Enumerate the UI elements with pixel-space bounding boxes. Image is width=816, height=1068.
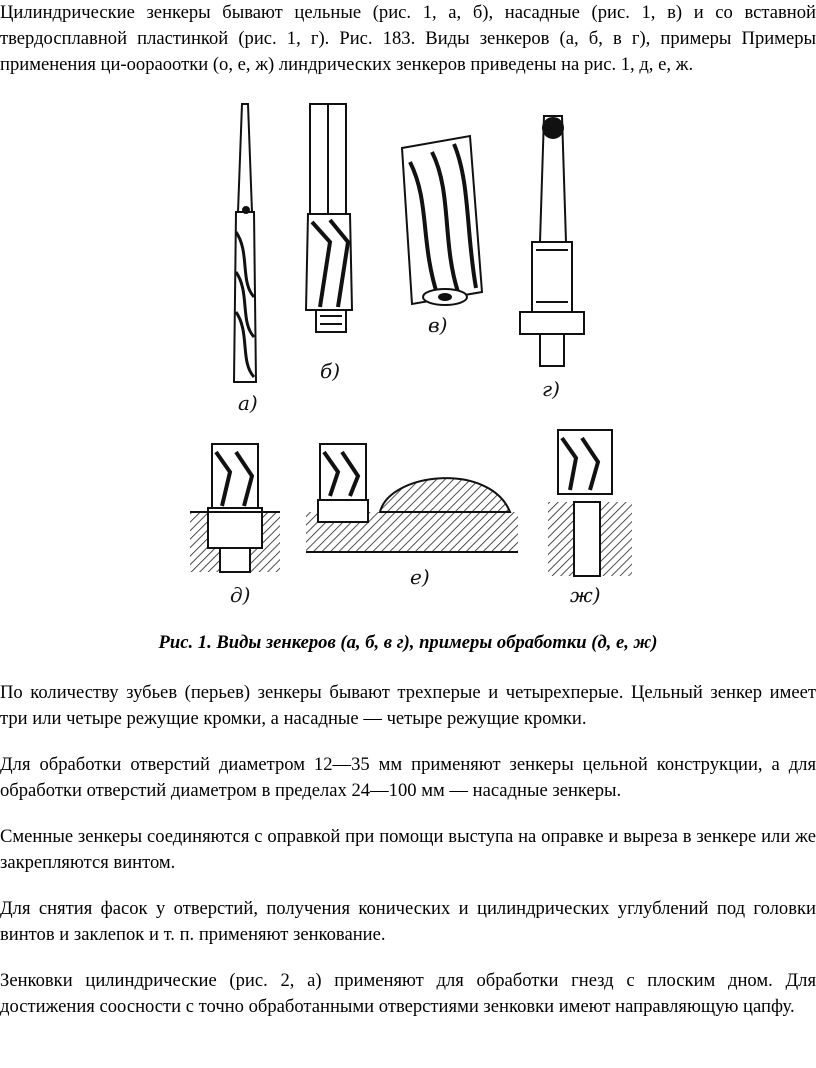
intro-line: Цилиндрические зенкеры бывают цельные (р…: [0, 2, 816, 23]
label-e: е): [410, 565, 430, 589]
paragraph-teeth: По количеству зубьев (перьев) зенкеры бы…: [0, 682, 816, 729]
paragraph-replaceable: Сменные зенкеры соединяются с оправкой п…: [0, 826, 816, 873]
tool-v-drawing: [400, 134, 484, 306]
tool-a-drawing: [232, 103, 258, 383]
label-g: г): [542, 377, 560, 401]
paragraph-diameter: Для обработки отверстий диаметром 12—35 …: [0, 754, 816, 801]
paragraph-chamfer: Для снятия фасок у отверстий, получения …: [0, 898, 816, 945]
label-v: в): [428, 313, 447, 337]
intro-paragraph: Цилиндрические зенкеры бывают цельные (р…: [0, 0, 816, 78]
figure-countersinks: а) б) в) г) д): [190, 103, 632, 607]
label-b: б): [320, 359, 340, 383]
tool-b-drawing: [304, 103, 354, 333]
intro-line: применения ци-оораоотки (о, е, ж) линдри…: [0, 54, 694, 75]
figure-caption: Рис. 1. Виды зенкеров (а, б, в г), приме…: [158, 632, 658, 653]
tool-g-drawing: [519, 115, 585, 367]
label-zh: ж): [570, 583, 601, 607]
example-zh-drawing: [548, 429, 632, 577]
example-d-drawing: [190, 443, 280, 573]
label-a: а): [238, 391, 258, 415]
example-e-drawing: [306, 443, 518, 553]
paragraph-cylindrical: Зенковки цилиндрические (рис. 2, а) прим…: [0, 970, 816, 1017]
label-d: д): [230, 583, 250, 607]
intro-line: твердосплавной пластинкой (рис. 1, г). Р…: [0, 28, 816, 49]
